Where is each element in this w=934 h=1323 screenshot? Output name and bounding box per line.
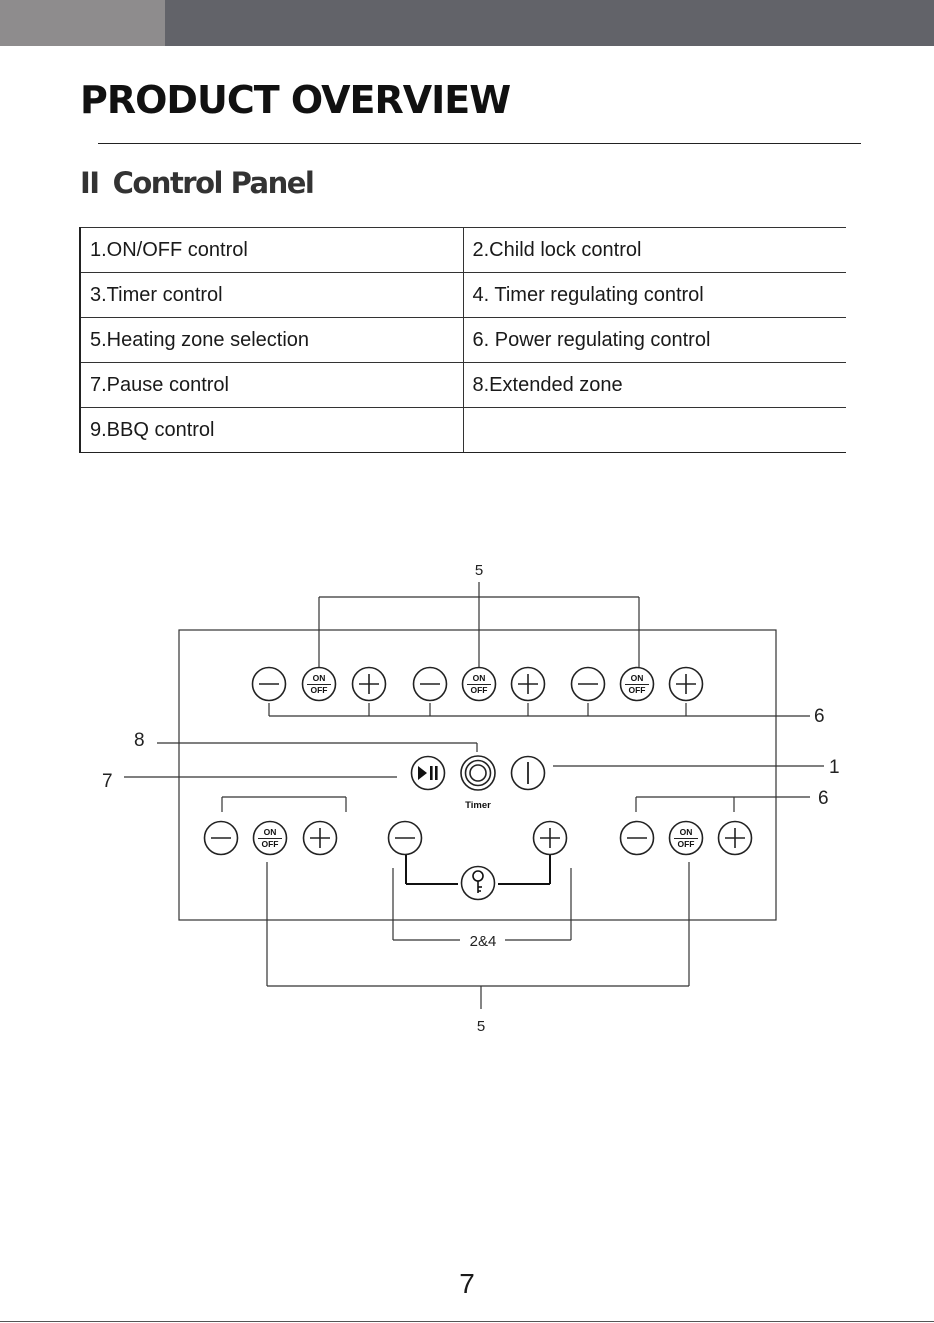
zone-4-plus-button[interactable] xyxy=(304,822,337,855)
zone-1-plus-button[interactable] xyxy=(353,668,386,701)
on-label: ON xyxy=(313,673,326,683)
footer-divider xyxy=(0,1321,934,1322)
pause-button[interactable] xyxy=(412,757,445,790)
zone-2-minus-button[interactable] xyxy=(414,668,447,701)
zone-3-minus-button[interactable] xyxy=(572,668,605,701)
timer-button[interactable] xyxy=(461,756,495,790)
callout-5-bottom: 5 xyxy=(477,1018,485,1035)
zone-5-minus-button[interactable] xyxy=(621,822,654,855)
callout-2-4: 2&4 xyxy=(470,933,497,950)
callout-5-top-bracket xyxy=(319,582,639,667)
zone-5-plus-button[interactable] xyxy=(719,822,752,855)
timer-label: Timer xyxy=(465,800,491,811)
timer-minus-button[interactable] xyxy=(389,822,422,855)
callout-8-leader xyxy=(157,743,477,752)
callout-1: 1 xyxy=(829,757,840,778)
zone-1-onoff-button[interactable]: ON OFF xyxy=(303,668,336,701)
zone-3-onoff-button[interactable]: ON OFF xyxy=(621,668,654,701)
zone-1-minus-button[interactable] xyxy=(253,668,286,701)
off-label: OFF xyxy=(678,839,695,849)
callout-7: 7 xyxy=(102,771,113,792)
timer-plus-button[interactable] xyxy=(534,822,567,855)
callout-6-bottom-bracket xyxy=(222,797,810,812)
child-lock-button[interactable] xyxy=(462,867,495,900)
zone-5-onoff-button[interactable]: ON OFF xyxy=(670,822,703,855)
power-button[interactable] xyxy=(512,757,545,790)
zone-3-plus-button[interactable] xyxy=(670,668,703,701)
zone-2-onoff-button[interactable]: ON OFF xyxy=(463,668,496,701)
zone-4-onoff-button[interactable]: ON OFF xyxy=(254,822,287,855)
callout-6-bottom: 6 xyxy=(818,788,829,809)
page-number: 7 xyxy=(0,1268,934,1300)
callout-6-top-bracket xyxy=(269,703,810,716)
on-label: ON xyxy=(631,673,644,683)
off-label: OFF xyxy=(629,685,646,695)
callout-8: 8 xyxy=(134,730,145,751)
off-label: OFF xyxy=(471,685,488,695)
zone-4-minus-button[interactable] xyxy=(205,822,238,855)
on-label: ON xyxy=(264,827,277,837)
on-label: ON xyxy=(680,827,693,837)
on-label: ON xyxy=(473,673,486,683)
off-label: OFF xyxy=(311,685,328,695)
zone-2-plus-button[interactable] xyxy=(512,668,545,701)
callout-5-top: 5 xyxy=(475,562,483,579)
off-label: OFF xyxy=(262,839,279,849)
callout-6-top: 6 xyxy=(814,706,825,727)
